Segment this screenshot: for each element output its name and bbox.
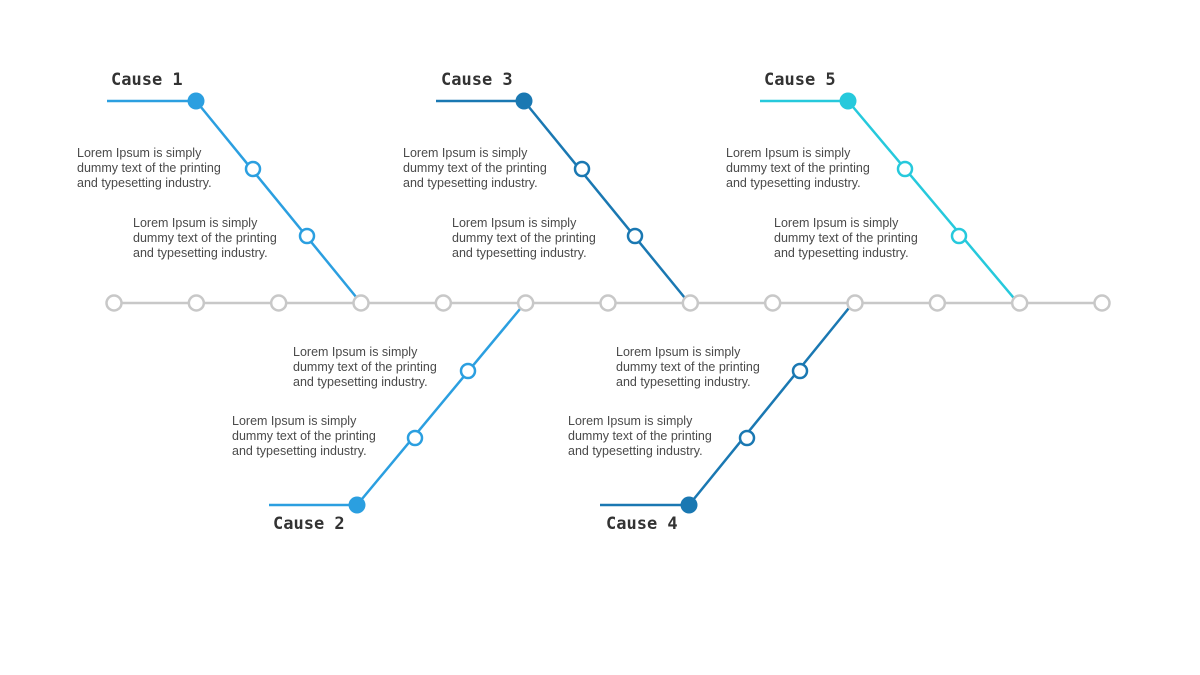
cause-1-bone-line [195,100,362,304]
spine-node-1 [105,294,123,312]
cause-5-note-2: Lorem Ipsum is simply dummy text of the … [774,216,918,260]
spine-node-6 [516,294,535,312]
spine-node-7 [599,294,617,312]
cause-5-note-1: Lorem Ipsum is simply dummy text of the … [726,146,870,190]
cause-3-note-2: Lorem Ipsum is simply dummy text of the … [452,216,596,260]
cause-4-bone-line [688,302,854,506]
spine-node-11 [928,294,947,312]
cause-2-bone-line [356,302,526,506]
spine-node-10 [846,294,864,312]
cause-3-node-2 [626,227,644,245]
cause-1-note-1: Lorem Ipsum is simply dummy text of the … [77,146,221,190]
spine-node-8 [681,294,700,312]
cause-4-note-2: Lorem Ipsum is simply dummy text of the … [568,414,712,458]
cause-5-head-dot [839,92,857,110]
spine-node-12 [1010,294,1029,312]
spine-node-5 [434,294,453,312]
spine-node-4 [352,294,370,312]
cause-4-note-1: Lorem Ipsum is simply dummy text of the … [616,345,760,389]
cause-4-node-2 [738,429,756,447]
cause-5-bone-line [847,100,1019,304]
cause-1-head-dot [187,92,205,110]
cause-3-title: Cause 3 [441,70,513,90]
cause-4-title: Cause 4 [606,514,678,534]
spine-node-13 [1093,294,1111,312]
spine-node-3 [269,294,288,312]
spine-node-9 [763,294,782,312]
cause-2-note-2: Lorem Ipsum is simply dummy text of the … [232,414,376,458]
cause-2-node-2 [406,429,424,447]
cause-4-node-1 [791,362,809,380]
cause-1-title: Cause 1 [111,70,183,90]
cause-3-head-dot [515,92,533,110]
cause-4-head-dot [680,496,698,514]
cause-3-bone-line [523,100,690,304]
cause-1-note-2: Lorem Ipsum is simply dummy text of the … [133,216,277,260]
cause-2-head-dot [348,496,366,514]
cause-5-title: Cause 5 [764,70,836,90]
cause-1-node-2 [298,227,316,245]
cause-5-node-2 [950,227,968,245]
cause-1-node-1 [244,160,262,178]
spine-node-2 [187,294,206,312]
cause-2-node-1 [459,362,477,380]
cause-3-note-1: Lorem Ipsum is simply dummy text of the … [403,146,547,190]
cause-2-title: Cause 2 [273,514,345,534]
cause-5-node-1 [896,160,914,178]
cause-3-node-1 [573,160,591,178]
cause-2-note-1: Lorem Ipsum is simply dummy text of the … [293,345,437,389]
